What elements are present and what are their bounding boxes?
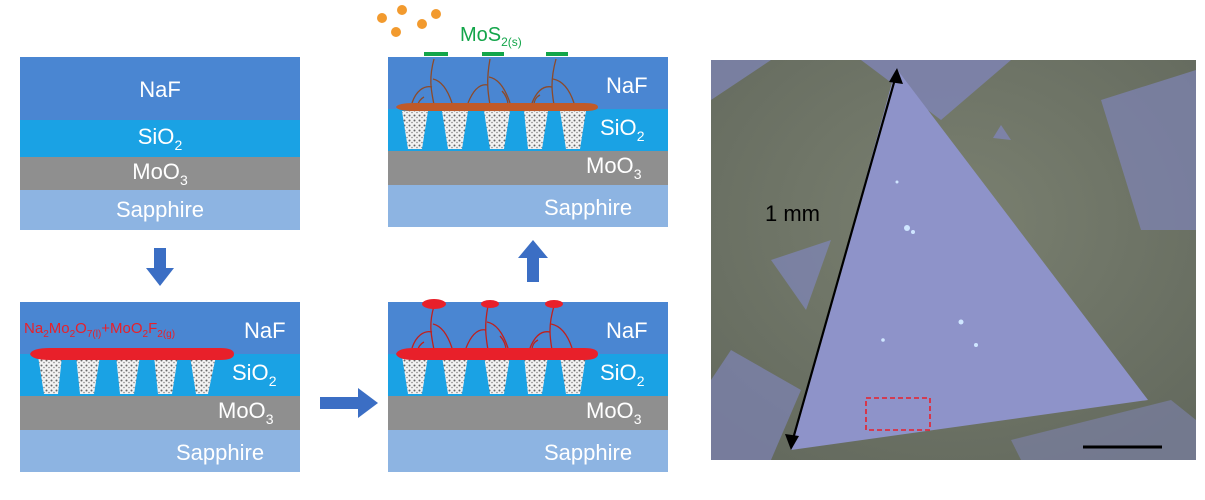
naf-layer xyxy=(388,302,668,354)
stack-etching: NaF SiO2 MoO3 Sapphire Na2Mo2O7(l)+MoO2F… xyxy=(20,302,300,472)
sapphire-label: Sapphire xyxy=(544,195,633,220)
dimension-label: 1 mm xyxy=(765,201,820,226)
moo3-label: MoO3 xyxy=(586,153,642,182)
porous-pillars xyxy=(402,356,586,394)
sapphire-layer xyxy=(20,430,300,472)
moo3-layer xyxy=(388,396,668,430)
mos2-flakes xyxy=(424,52,568,56)
moo3-layer xyxy=(20,157,300,190)
moo3-label: MoO3 xyxy=(586,398,642,427)
sulfur-particles xyxy=(377,5,441,37)
sio2-label: SiO2 xyxy=(137,124,183,153)
porous-pillars xyxy=(402,111,586,149)
naf-layer xyxy=(388,57,668,109)
sapphire-label: Sapphire xyxy=(544,440,633,465)
arrow-right-icon xyxy=(320,388,378,418)
stack-initial: NaF SiO2 MoO3 Sapphire xyxy=(20,57,300,230)
porous-pillars xyxy=(38,356,216,394)
naf-label: NaF xyxy=(139,77,181,102)
liquid-layer xyxy=(30,348,234,360)
sio2-label: SiO2 xyxy=(600,115,645,144)
sio2-label: SiO2 xyxy=(232,360,277,389)
moo3-layer xyxy=(388,151,668,185)
sapphire-layer xyxy=(388,430,668,472)
arrow-down-icon xyxy=(146,248,174,286)
sio2-layer xyxy=(20,120,300,157)
sapphire-label: Sapphire xyxy=(115,197,205,222)
mos2-flake-image xyxy=(711,60,1196,460)
optical-micrograph: 1 mm xyxy=(711,60,1196,460)
moo3-layer xyxy=(20,396,300,430)
naf-label: NaF xyxy=(606,318,648,343)
naf-layer xyxy=(20,57,300,120)
arrow-up-icon xyxy=(518,240,548,282)
red-dendrites xyxy=(396,299,598,360)
mos2-label: MoS2(s) xyxy=(460,24,522,49)
brown-dendrites xyxy=(396,58,598,111)
naf-label: NaF xyxy=(244,318,286,343)
stack-mos2-growth: NaF SiO2 MoO3 Sapphire xyxy=(388,57,668,227)
moo3-label: MoO3 xyxy=(132,159,188,188)
naf-label: NaF xyxy=(606,73,648,98)
naf-layer xyxy=(20,302,300,354)
sapphire-layer xyxy=(20,190,300,230)
sio2-label: SiO2 xyxy=(600,360,645,389)
sapphire-layer xyxy=(388,185,668,227)
stack-dendrite-growth: NaF SiO2 MoO3 Sapphire xyxy=(388,299,668,472)
moo3-label: MoO3 xyxy=(218,398,274,427)
reaction-formula: Na2Mo2O7(l)+MoO2F2(g) xyxy=(24,320,176,340)
sapphire-label: Sapphire xyxy=(176,440,265,465)
